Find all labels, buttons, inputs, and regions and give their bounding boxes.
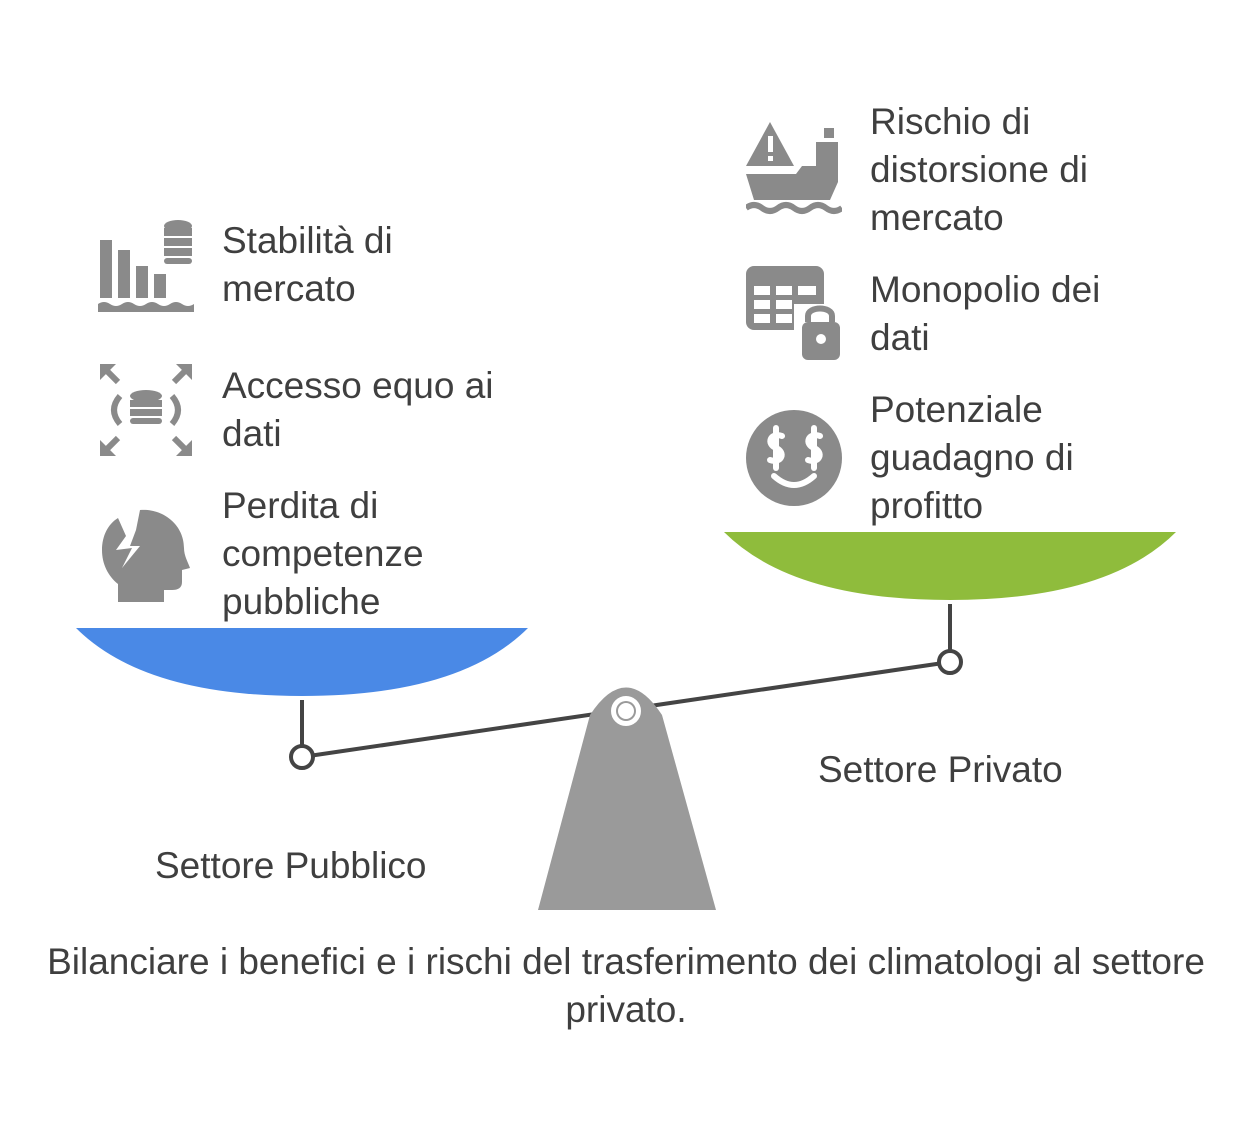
broken-head-icon — [102, 509, 190, 602]
dollar-eyes-face-icon — [746, 410, 842, 506]
table-lock-icon — [746, 266, 842, 362]
left-side-label: Settore Pubblico — [155, 845, 427, 886]
right-pan — [724, 532, 1176, 600]
right-item-3: Potenziale guadagno di profitto — [870, 389, 1074, 526]
diagram-caption: Bilanciare i benefici e i rischi del tra… — [47, 941, 1205, 1030]
left-pan — [76, 628, 528, 696]
left-item-2: Accesso equo ai dati — [222, 365, 494, 454]
right-beam-joint — [937, 649, 963, 675]
bar-chart-database-icon — [98, 220, 194, 312]
warning-ship-icon — [746, 122, 842, 214]
right-item-2: Monopolio dei dati — [870, 269, 1101, 358]
right-item-1: Rischio di distorsione di mercato — [870, 101, 1089, 238]
database-expand-icon — [100, 364, 192, 456]
right-side-label: Settore Privato — [818, 749, 1063, 790]
left-item-1: Stabilità di mercato — [222, 220, 393, 309]
scale-fulcrum — [538, 687, 716, 910]
left-item-3: Perdita di competenze pubbliche — [222, 485, 424, 622]
left-beam-joint — [289, 744, 315, 770]
